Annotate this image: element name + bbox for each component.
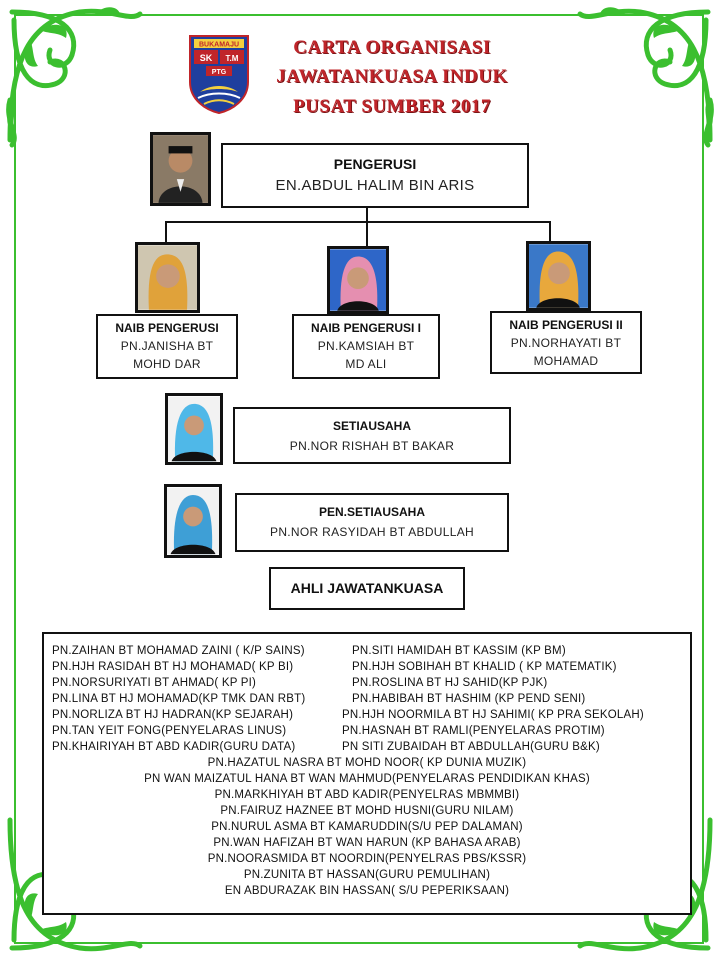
vice-chair-3-box: NAIB PENGERUSI II PN.NORHAYATI BT MOHAMA… xyxy=(490,311,642,374)
logo-top-text: BUKAMAJU xyxy=(199,42,239,49)
connector-center-drop xyxy=(366,222,368,247)
member-center-2: PN WAN MAIZATUL HANA BT WAN MAHMUD(PENYE… xyxy=(144,773,590,785)
member-left-4: PN.LINA BT HJ MOHAMAD(KP TMK DAN RBT) xyxy=(52,693,306,705)
member-center-8: PN.ZUNITA BT HASSAN(GURU PEMULIHAN) xyxy=(243,869,491,881)
vice-chair-1-role: NAIB PENGERUSI xyxy=(115,321,219,335)
member-left-6: PN.TAN YEIT FONG(PENYELARAS LINUS) xyxy=(52,725,287,737)
member-center-3: PN.MARKHIYAH BT ABD KADIR(PENYELRAS MBMM… xyxy=(214,789,520,801)
committee-members-box: PN.ZAIHAN BT MOHAMAD ZAINI ( K/P SAINS) … xyxy=(42,632,692,915)
asst-secretary-name: PN.NOR RASYIDAH BT ABDULLAH xyxy=(270,525,474,539)
connector-right-drop xyxy=(549,221,551,243)
member-center-7: PN.NOORASMIDA BT NOORDIN(PENYELRAS PBS/K… xyxy=(207,853,527,865)
secretary-name: PN.NOR RISHAH BT BAKAR xyxy=(289,439,455,453)
member-center-6: PN.WAN HAFIZAH BT WAN HARUN (KP BAHASA A… xyxy=(213,837,521,849)
chart-title-line-1: CARTA ORGANISASI xyxy=(293,37,491,58)
member-center-4: PN.FAIRUZ HAZNEE BT MOHD HUSNI(GURU NILA… xyxy=(220,805,514,817)
page-border xyxy=(14,14,704,944)
asst-secretary-box: PEN.SETIAUSAHA PN.NOR RASYIDAH BT ABDULL… xyxy=(235,493,509,552)
logo-left-text: SK xyxy=(200,53,213,63)
member-left-7: PN.KHAIRIYAH BT ABD KADIR(GURU DATA) xyxy=(52,741,296,753)
secretary-box: SETIAUSAHA PN.NOR RISHAH BT BAKAR xyxy=(233,407,511,464)
chairman-role: PENGERUSI xyxy=(333,156,417,172)
vice-chair-1-name-line-1: PN.JANISHA BT xyxy=(120,339,214,353)
member-center-9: EN ABDURAZAK BIN HASSAN( S/U PEPERIKSAAN… xyxy=(224,885,510,897)
chairman-box: PENGERUSI EN.ABDUL HALIM BIN ARIS xyxy=(221,143,529,208)
vice-chair-2-name-line-1: PN.KAMSIAH BT xyxy=(317,339,415,353)
vice-chair-3-name-line-2: MOHAMAD xyxy=(533,354,599,368)
corner-ornament-top-left xyxy=(6,7,143,148)
member-right-1: PN.SITI HAMIDAH BT KASSIM (KP BM) xyxy=(352,645,566,657)
chart-title-line-3: PUSAT SUMBER 2017 xyxy=(293,96,491,117)
school-logo: BUKAMAJU SK T.M PTG xyxy=(189,35,249,114)
vice-chair-3-photo xyxy=(526,241,591,311)
member-left-2: PN.HJH RASIDAH BT HJ MOHAMAD( KP BI) xyxy=(52,661,294,673)
member-left-5: PN.NORLIZA BT HJ HADRAN(KP SEJARAH) xyxy=(52,709,294,721)
committee-heading: AHLI JAWATANKUASA xyxy=(290,580,444,596)
committee-heading-box: AHLI JAWATANKUASA xyxy=(269,567,465,610)
connector-left-drop xyxy=(165,221,167,243)
logo-right-text: T.M xyxy=(226,54,239,63)
secretary-photo xyxy=(165,393,223,465)
member-right-2: PN.HJH SOBIHAH BT KHALID ( KP MATEMATIK) xyxy=(352,661,617,673)
secretary-role: SETIAUSAHA xyxy=(332,419,411,433)
member-right-6: PN.HASNAH BT RAMLI(PENYELARAS PROTIM) xyxy=(342,725,605,737)
vice-chair-2-name-line-2: MD ALI xyxy=(345,357,387,371)
vice-chair-1-name-line-2: MOHD DAR xyxy=(133,357,201,371)
logo-bottom-text: PTG xyxy=(212,69,227,76)
vice-chair-1-photo xyxy=(135,242,200,313)
vice-chair-1-box: NAIB PENGERUSI PN.JANISHA BT MOHD DAR xyxy=(96,314,238,379)
member-left-1: PN.ZAIHAN BT MOHAMAD ZAINI ( K/P SAINS) xyxy=(52,645,305,657)
member-right-5: PN.HJH NOORMILA BT HJ SAHIMI( KP PRA SEK… xyxy=(342,709,644,721)
connector-chair-down xyxy=(366,207,368,222)
vice-chair-2-photo xyxy=(327,246,389,314)
corner-ornament-top-right xyxy=(577,7,714,148)
member-center-1: PN.HAZATUL NASRA BT MOHD NOOR( KP DUNIA … xyxy=(207,757,527,769)
asst-secretary-photo xyxy=(164,484,222,558)
member-right-4: PN.HABIBAH BT HASHIM (KP PEND SENI) xyxy=(352,693,586,705)
vice-chair-3-role: NAIB PENGERUSI II xyxy=(509,318,623,332)
vice-chair-3-name-line-1: PN.NORHAYATI BT xyxy=(510,336,622,350)
chairman-name: EN.ABDUL HALIM BIN ARIS xyxy=(275,177,475,194)
member-center-5: PN.NURUL ASMA BT KAMARUDDIN(S/U PEP DALA… xyxy=(211,821,523,833)
asst-secretary-role: PEN.SETIAUSAHA xyxy=(318,505,425,519)
connector-horizontal-bar xyxy=(165,221,551,223)
vice-chair-2-box: NAIB PENGERUSI I PN.KAMSIAH BT MD ALI xyxy=(292,314,440,379)
member-right-3: PN.ROSLINA BT HJ SAHID(KP PJK) xyxy=(352,677,548,689)
member-left-3: PN.NORSURIYATI BT AHMAD( KP PI) xyxy=(52,677,257,689)
vice-chair-2-role: NAIB PENGERUSI I xyxy=(310,321,421,335)
chairman-photo xyxy=(150,132,211,206)
chart-title-line-2: JAWATANKUASA INDUK xyxy=(276,66,508,87)
member-right-7: PN SITI ZUBAIDAH BT ABDULLAH(GURU B&K) xyxy=(342,741,600,753)
